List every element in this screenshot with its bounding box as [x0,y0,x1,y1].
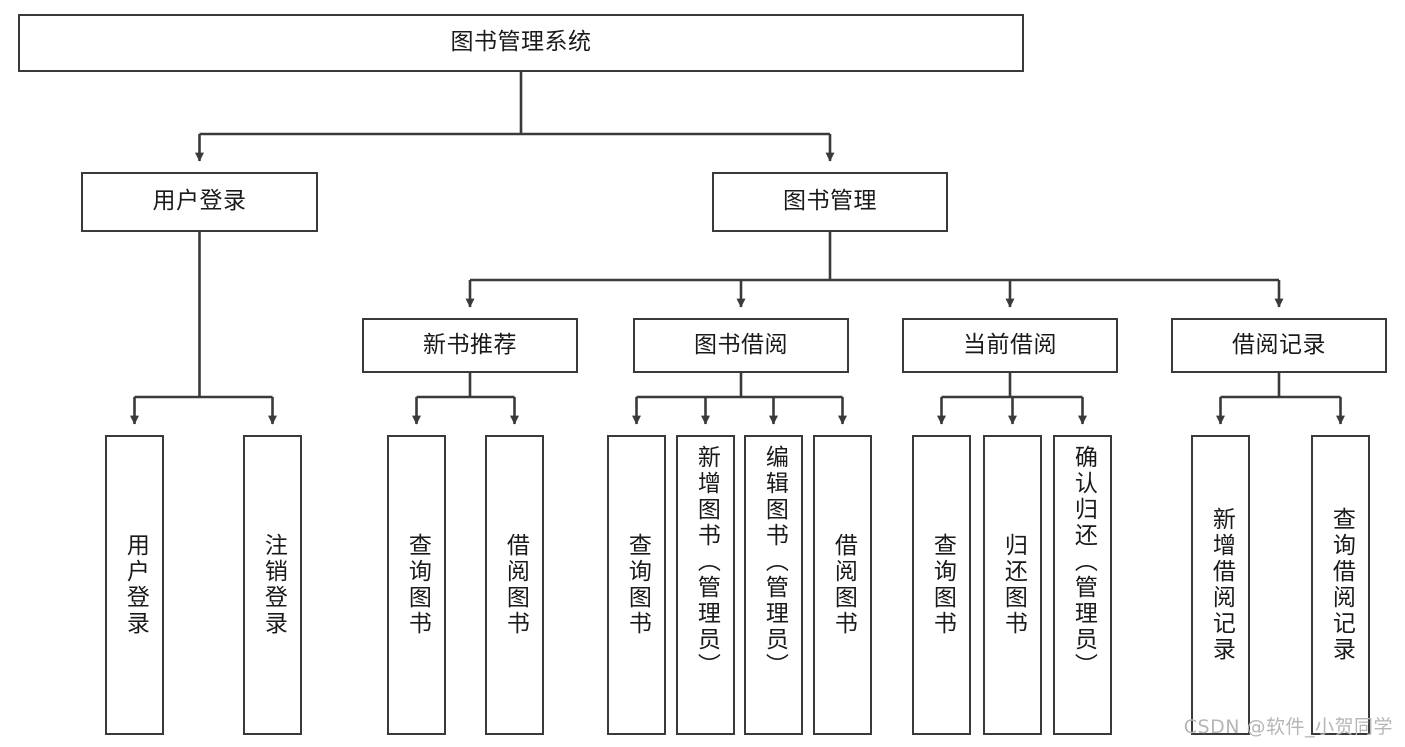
node-book-borrow[interactable]: 图书借阅 [633,318,849,373]
node-label-leaf-return-book: 归还图书 [1000,533,1027,637]
node-label-leaf-borrow-book-rec: 借阅图书 [502,533,529,637]
node-label-current-borrow: 当前借阅 [963,331,1057,358]
node-leaf-query-borrow-record[interactable]: 查询借阅记录 [1311,435,1370,735]
node-label-leaf-user-login: 用户登录 [122,533,149,637]
node-label-leaf-add-book-admin: 新增图书（管理员） [693,445,720,679]
node-leaf-query-book-current[interactable]: 查询图书 [912,435,971,735]
node-label-leaf-add-borrow-record: 新增借阅记录 [1208,507,1235,663]
node-leaf-user-login[interactable]: 用户登录 [105,435,164,735]
node-label-leaf-confirm-return-admin: 确认归还（管理员） [1070,445,1097,679]
node-borrow-record[interactable]: 借阅记录 [1171,318,1387,373]
node-label-leaf-query-borrow-record: 查询借阅记录 [1328,507,1355,663]
watermark-text: CSDN @软件_小贺同学 [1183,716,1393,738]
node-label-user-login: 用户登录 [152,188,247,215]
node-label-leaf-query-book-rec: 查询图书 [404,533,431,637]
node-label-leaf-edit-book-admin: 编辑图书（管理员） [761,445,788,679]
node-label-new-book-recommend: 新书推荐 [423,331,517,358]
node-leaf-borrow-book-rec[interactable]: 借阅图书 [485,435,544,735]
node-leaf-add-borrow-record[interactable]: 新增借阅记录 [1191,435,1250,735]
node-leaf-logout[interactable]: 注销登录 [243,435,302,735]
node-leaf-confirm-return-admin[interactable]: 确认归还（管理员） [1053,435,1112,735]
node-label-book-management: 图书管理 [783,188,877,215]
node-leaf-query-book-borrow[interactable]: 查询图书 [607,435,666,735]
node-label-leaf-query-book-borrow: 查询图书 [624,533,651,637]
node-leaf-add-book-admin[interactable]: 新增图书（管理员） [676,435,735,735]
node-root[interactable]: 图书管理系统 [18,14,1024,72]
node-new-book-recommend[interactable]: 新书推荐 [362,318,578,373]
node-label-leaf-logout: 注销登录 [260,533,287,637]
node-label-leaf-query-book-current: 查询图书 [929,533,956,637]
node-label-root: 图书管理系统 [450,29,592,56]
node-leaf-query-book-rec[interactable]: 查询图书 [387,435,446,735]
node-label-borrow-record: 借阅记录 [1232,331,1326,358]
node-leaf-edit-book-admin[interactable]: 编辑图书（管理员） [744,435,803,735]
node-leaf-return-book[interactable]: 归还图书 [983,435,1042,735]
node-label-book-borrow: 图书借阅 [694,331,788,358]
node-label-leaf-borrow-book: 借阅图书 [830,533,857,637]
node-user-login[interactable]: 用户登录 [81,172,318,232]
node-leaf-borrow-book[interactable]: 借阅图书 [813,435,872,735]
node-book-management[interactable]: 图书管理 [712,172,948,232]
node-current-borrow[interactable]: 当前借阅 [902,318,1118,373]
